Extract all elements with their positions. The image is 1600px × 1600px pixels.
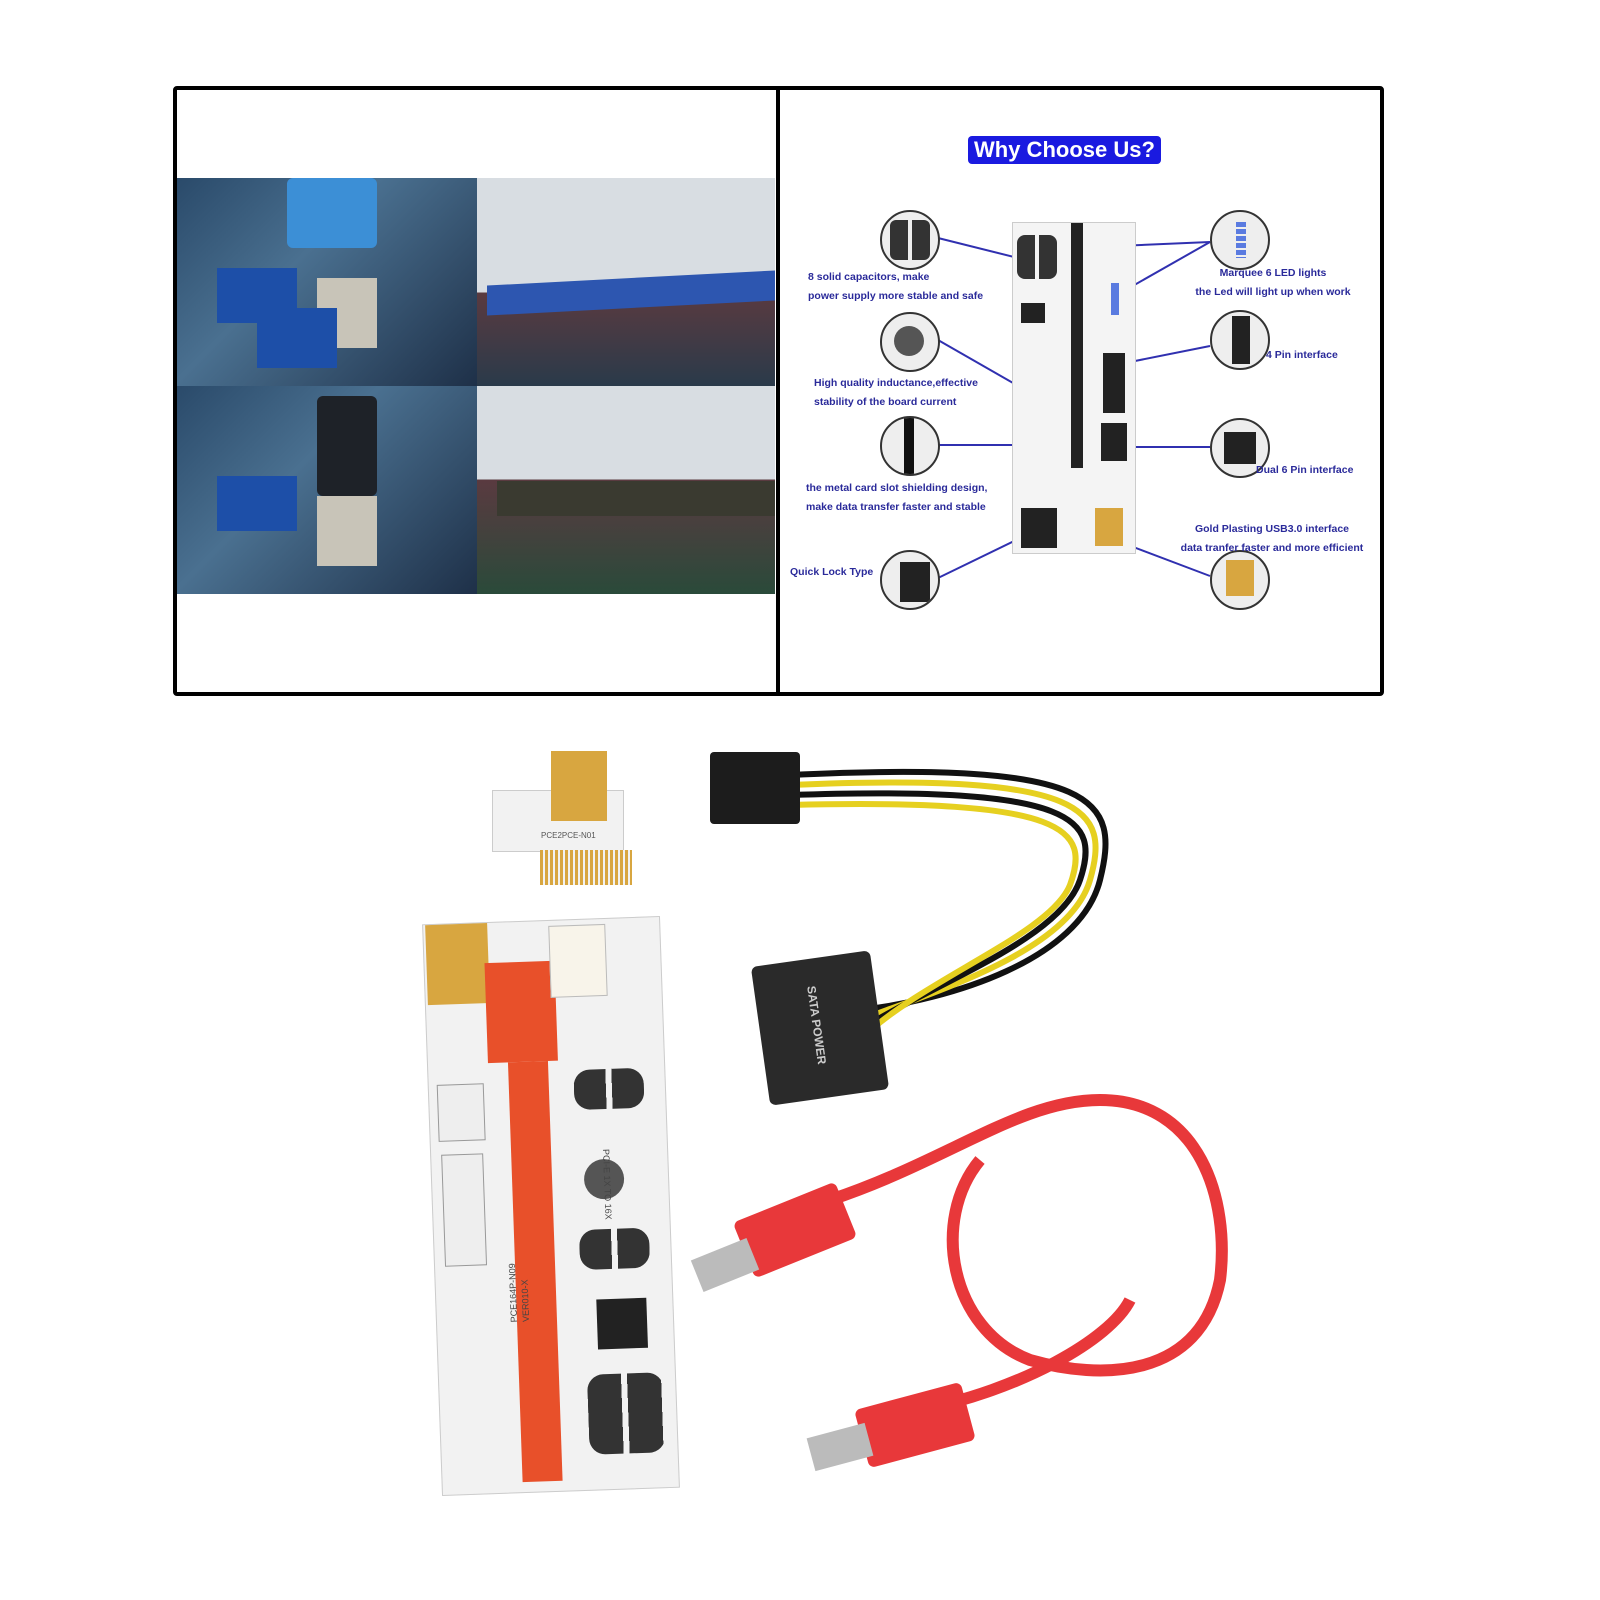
power-cable bbox=[789, 768, 1109, 1043]
quick-lock-icon bbox=[880, 550, 940, 610]
usb-metal-top bbox=[690, 1237, 760, 1293]
capacitor-icon bbox=[880, 210, 940, 270]
usb-plug-bottom bbox=[855, 1383, 975, 1467]
usb-cable bbox=[828, 1093, 1228, 1416]
feature-card-slot: the metal card slot shielding design,mak… bbox=[806, 482, 988, 513]
sata-power-plug bbox=[751, 951, 889, 1105]
4-pin-connector-icon bbox=[1210, 310, 1270, 370]
frame-divider bbox=[776, 86, 780, 694]
usb-metal-bottom bbox=[806, 1422, 874, 1472]
panel-title: Why Choose Us? bbox=[968, 136, 1161, 164]
card-slot-icon bbox=[880, 416, 940, 476]
adapter-label: PCE2PCE-N01 bbox=[541, 831, 596, 840]
board-model: PCE164P-N09 bbox=[506, 1263, 520, 1323]
6-pin-plug bbox=[710, 752, 800, 824]
photo-riser-board-bottom bbox=[477, 386, 775, 594]
riser-board: PCI-E 1X TO 16X PCE164P-N09 VER010-X bbox=[422, 916, 680, 1496]
photo-usb-blue-connector bbox=[177, 178, 477, 386]
led-icon bbox=[1210, 210, 1270, 270]
usb-plug-top bbox=[734, 1183, 856, 1277]
feature-6pin: Dual 6 Pin interface bbox=[1256, 464, 1354, 476]
feature-4pin: 4 Pin interface bbox=[1266, 349, 1338, 361]
pcie-x1-connector bbox=[540, 850, 632, 885]
photo-usb-black-connector bbox=[177, 386, 477, 594]
6-pin-connector-icon bbox=[1210, 418, 1270, 478]
board-version: VER010-X bbox=[519, 1279, 532, 1323]
feature-quick-lock: Quick Lock Type bbox=[790, 566, 874, 578]
pcie-adapter-board: PCE2PCE-N01 bbox=[492, 751, 624, 852]
board-label: PCI-E 1X TO 16X bbox=[601, 1148, 614, 1220]
usb-port-icon bbox=[1210, 550, 1270, 610]
photo-riser-board-top bbox=[477, 178, 775, 386]
inductor-icon bbox=[880, 312, 940, 372]
riser-board-diagram bbox=[1012, 222, 1136, 554]
